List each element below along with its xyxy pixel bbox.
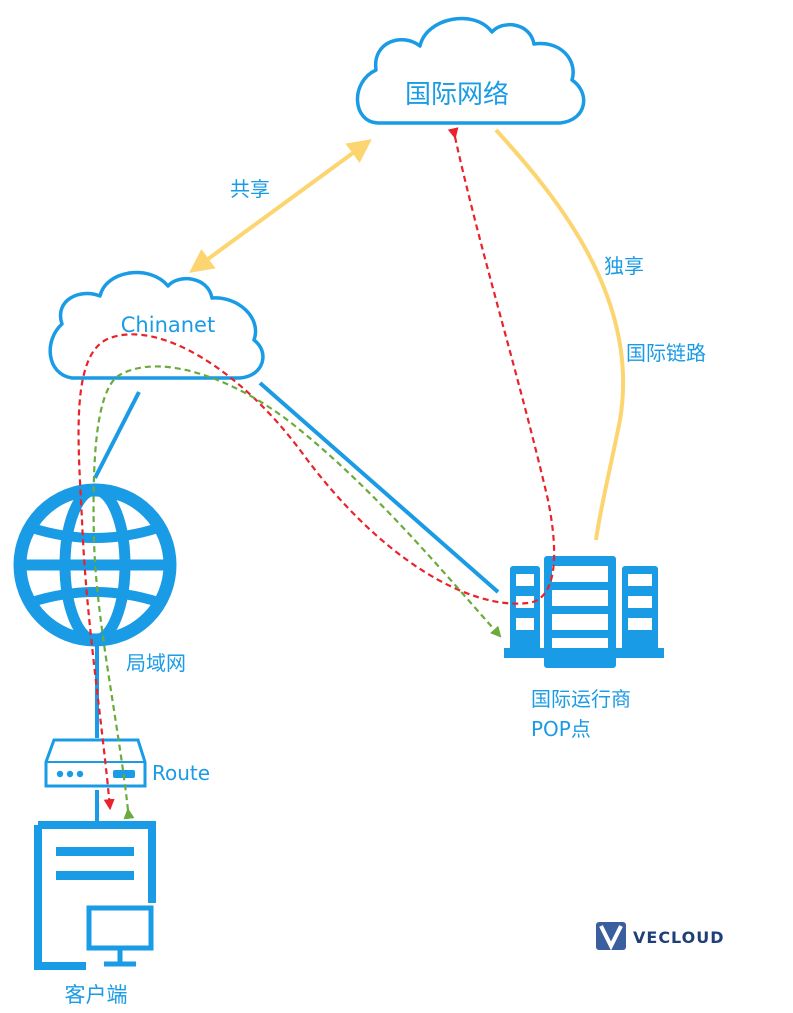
lan-label: 局域网 <box>126 651 186 675</box>
international-network-label: 国际网络 <box>405 80 509 110</box>
chinanet-lan-link <box>93 391 141 479</box>
dedicated-link-label: 独享 <box>604 254 644 278</box>
vecloud-logo: VECLOUD <box>596 922 725 951</box>
pop-label-line1: 国际运行商 <box>531 687 631 711</box>
brand-name: VECLOUD <box>633 928 725 947</box>
red-traffic-path <box>77 127 556 811</box>
chinanet-cloud: Chinanet <box>48 270 265 380</box>
client-label: 客户端 <box>65 983 128 1007</box>
international-network-cloud: 国际网络 <box>355 16 586 125</box>
intl-link-label: 国际链路 <box>626 341 706 365</box>
green-traffic-path <box>92 365 502 820</box>
pop-server-icon <box>504 556 664 668</box>
dedicated-intl-link <box>494 128 626 541</box>
pop-label-line2: POP点 <box>531 717 591 741</box>
chinanet-pop-link <box>258 381 500 594</box>
router-icon <box>44 738 147 788</box>
shared-link-label: 共享 <box>230 177 270 201</box>
router-label: Route <box>152 761 210 785</box>
client-computer-icon <box>34 821 156 970</box>
shared-link <box>189 139 372 273</box>
globe-icon <box>13 483 177 647</box>
